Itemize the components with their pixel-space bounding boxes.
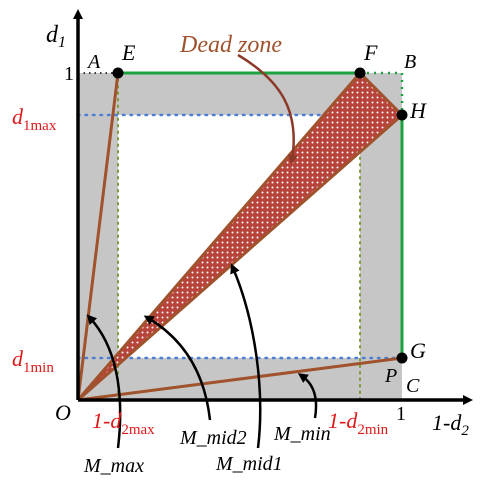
point-a-label: A	[86, 51, 101, 73]
point-o-label: O	[55, 400, 71, 425]
point-c-label: C	[406, 375, 420, 397]
line-m-max	[76, 72, 120, 401]
point-h-label: H	[409, 98, 427, 123]
point-e-marker	[112, 67, 124, 79]
x-tick-2min-label: 1-d2min	[328, 408, 389, 438]
m-mid1-arrow	[230, 263, 262, 449]
m-min-label: M_min	[273, 423, 331, 445]
dead-zone-label: Dead zone	[179, 32, 282, 58]
m-mid2-arrow	[143, 315, 212, 421]
dead-zone-arrow	[237, 53, 298, 165]
d1max-label: d1max	[12, 104, 57, 134]
point-f-label: F	[363, 40, 378, 65]
m-mid1-label: M_mid1	[215, 453, 283, 475]
m-max-arrow	[86, 314, 122, 449]
point-g-marker	[396, 352, 408, 364]
x-tick-one: 1	[396, 403, 406, 425]
line-m-min	[77, 356, 403, 402]
point-f-marker	[354, 67, 366, 79]
m-min-arrow	[297, 373, 318, 419]
m-mid2-label: M_mid2	[179, 427, 247, 449]
point-e-label: E	[121, 40, 136, 65]
d1min-label: d1min	[12, 346, 54, 376]
point-p-label: P	[384, 365, 397, 387]
dead-zone-region	[76, 70, 405, 402]
x-tick-2max-label: 1-d2max	[92, 408, 155, 438]
x-axis-label: 1-d2	[432, 410, 469, 439]
m-max-label: M_max	[83, 455, 144, 477]
point-g-label: G	[410, 338, 426, 363]
point-h-marker	[396, 109, 408, 121]
point-b-label: B	[404, 51, 416, 73]
y-tick-one: 1	[64, 63, 74, 85]
y-axis-label: d1	[46, 22, 66, 51]
